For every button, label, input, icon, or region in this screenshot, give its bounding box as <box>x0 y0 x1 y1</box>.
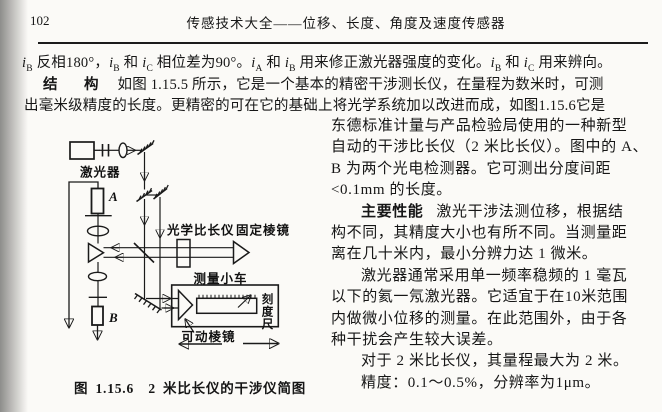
column-line: 对于 2 米比长仪，其量程最大为 2 米。 <box>361 353 629 370</box>
column-line: 自动的干涉比长仪（2 米比长仪）。图中的 A、 <box>331 139 649 156</box>
receiver-prism <box>87 242 105 264</box>
body-line-3: 出毫米级精度的长度。更精密的可在它的基础上将光学系统加以改进而成，如图1.15.… <box>24 98 606 114</box>
carriage-box <box>170 284 280 328</box>
column-line: B 为两个光电检测器。它可测出分度间距 <box>331 160 612 177</box>
optical-comparator-label: 光学比长仪 <box>166 223 235 238</box>
figure-caption: 图 1.15.6 2 米比长仪的干涉仪简图 <box>74 381 307 396</box>
mirror-top-right <box>153 184 169 200</box>
column-line-performance: 主要性能激光干涉法测位移，根据结 <box>361 203 624 220</box>
column-line: 以下的氦一氖激光器。它适宜于在10米范围 <box>331 289 629 306</box>
column-line: 种干扰会产生较大误差。 <box>331 331 503 348</box>
section-label-performance: 主要性能 <box>361 203 424 220</box>
column-line: 东德标准计量与产品检验局使用的一种新型 <box>331 118 628 134</box>
interferometer-diagram: 激光器 A B 光学比长仪 固定棱镜 测量小车 刻度尺 可动棱镜 <box>33 139 290 358</box>
detector-a-box <box>90 187 105 215</box>
movable-prism <box>177 288 194 322</box>
fixed-prism <box>232 240 251 265</box>
detector-b-label: B <box>108 310 118 325</box>
collimator-aperture <box>99 144 112 157</box>
lens-b <box>87 271 108 282</box>
detector-b-box <box>91 305 104 326</box>
body-line-1: iB 反相180°，iB 和 iC 相位差为90°。iA 和 iB 用来修正激光… <box>22 55 612 74</box>
detector-a-label: A <box>108 189 118 204</box>
signal-line-left <box>69 181 99 327</box>
scale-ruler-label: 刻度尺 <box>261 292 274 330</box>
compensator-plate <box>176 238 191 268</box>
lens-collimator <box>118 142 128 159</box>
reading-arrow <box>237 296 251 308</box>
column-line: 精度：0.1～0.5%，分辨率为1μm。 <box>361 374 601 391</box>
fixed-prism-label: 固定棱镜 <box>236 223 290 238</box>
fold-mirror-bottom <box>133 292 162 314</box>
carriage-label: 测量小车 <box>194 271 248 286</box>
header-rule <box>38 42 648 44</box>
movement-arrows <box>180 344 278 345</box>
main-beamsplitter <box>133 242 155 264</box>
laser-label: 激光器 <box>80 165 121 180</box>
movable-prism-label: 可动棱镜 <box>182 329 236 344</box>
running-header-title: 传感技术大全——位移、长度、角度及速度传感器 <box>186 16 506 31</box>
page-number: 102 <box>30 13 50 28</box>
column-line: 激光器通常采用单一频率稳频的 1 毫瓦 <box>361 267 628 284</box>
section-label-structure: 结 构 <box>43 77 105 93</box>
scale-ruler-ticks <box>198 294 256 299</box>
body-line-2: 结 构如图 1.15.5 所示，它是一个基本的精密干涉测长仪，在量程为数米时，可… <box>43 77 604 93</box>
column-line: 构不同，其精度大小也有所不同。当测量距 <box>331 224 628 241</box>
right-text-column: 东德标准计量与产品检验局使用的一种新型 自动的干涉比长仪（2 米比长仪）。图中的… <box>331 116 659 394</box>
fold-mirror-top <box>137 139 155 156</box>
column-line: 离在几十米内，最小分辨力达 1 微米。 <box>331 246 598 263</box>
page-gutter-shadow <box>0 0 28 412</box>
beamsplitter-top <box>136 187 153 203</box>
column-line: <0.1mm 的长度。 <box>331 182 452 199</box>
scale-ruler <box>195 297 258 315</box>
movable-prism-pointer <box>186 320 195 333</box>
laser-box <box>69 141 95 160</box>
column-line: 内做微小位移的测量。在此范围外，由于各 <box>331 310 628 327</box>
lens-a <box>86 225 110 237</box>
